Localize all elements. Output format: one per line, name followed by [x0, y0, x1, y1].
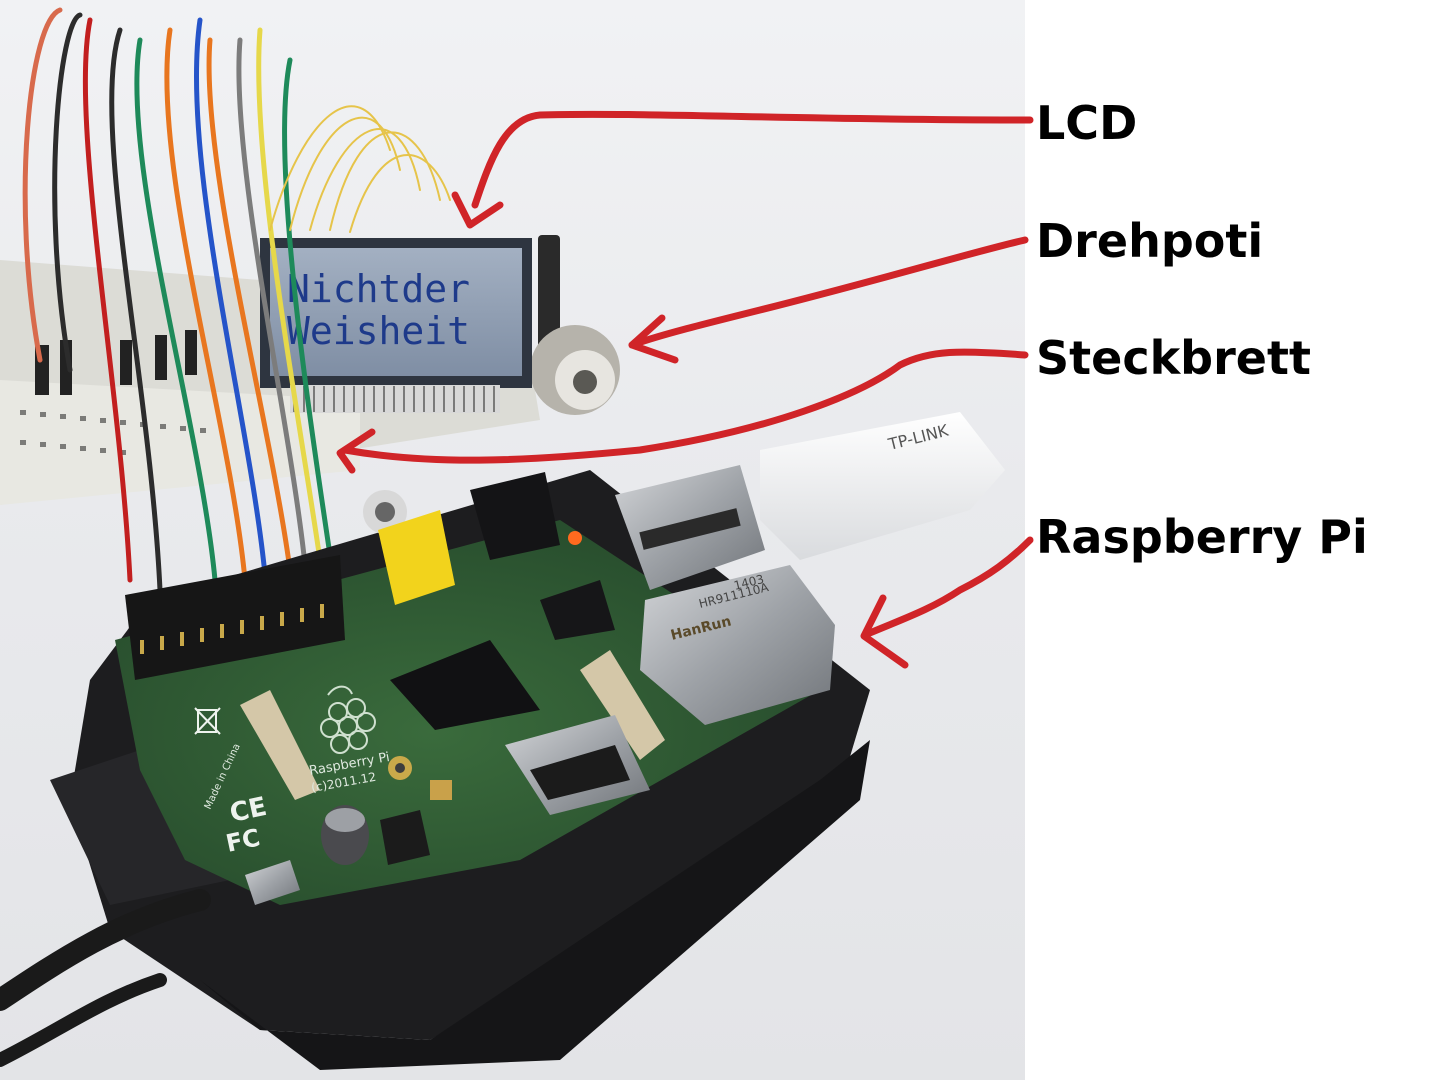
fcc-mark: FC — [223, 823, 262, 857]
callout-raspberry-pi: Raspberry Pi — [1036, 510, 1368, 564]
gpio-header — [125, 555, 345, 680]
callout-lcd: LCD — [1036, 96, 1138, 150]
pcb: HanRun HR911110A 1403 Raspberry Pi (c)20… — [115, 465, 835, 905]
hdmi-port — [505, 715, 650, 815]
raspberry-logo — [320, 685, 376, 754]
callout-steckbrett: Steckbrett — [1036, 331, 1311, 385]
photo: Nichtder Weisheit — [0, 0, 1025, 1080]
callout-drehpoti: Drehpoti — [1036, 214, 1264, 268]
photo-scene: Nichtder Weisheit — [0, 7, 1005, 1070]
weee-icon — [194, 707, 221, 735]
lcd-line-2: Weisheit — [287, 309, 470, 353]
ce-mark: CE — [227, 792, 269, 829]
rca-jack — [363, 490, 455, 605]
power-cable — [0, 889, 211, 1067]
lcd-line-1: Nichtder — [287, 267, 470, 311]
jumper-wires — [22, 7, 451, 593]
potentiometer — [530, 235, 620, 415]
micro-usb-port — [245, 860, 300, 905]
soc-chip — [390, 640, 540, 730]
usb-ports — [615, 465, 765, 590]
ethernet-jack: HanRun HR911110A 1403 — [640, 565, 835, 725]
wifi-dongle: TP-LINK — [760, 412, 1005, 560]
